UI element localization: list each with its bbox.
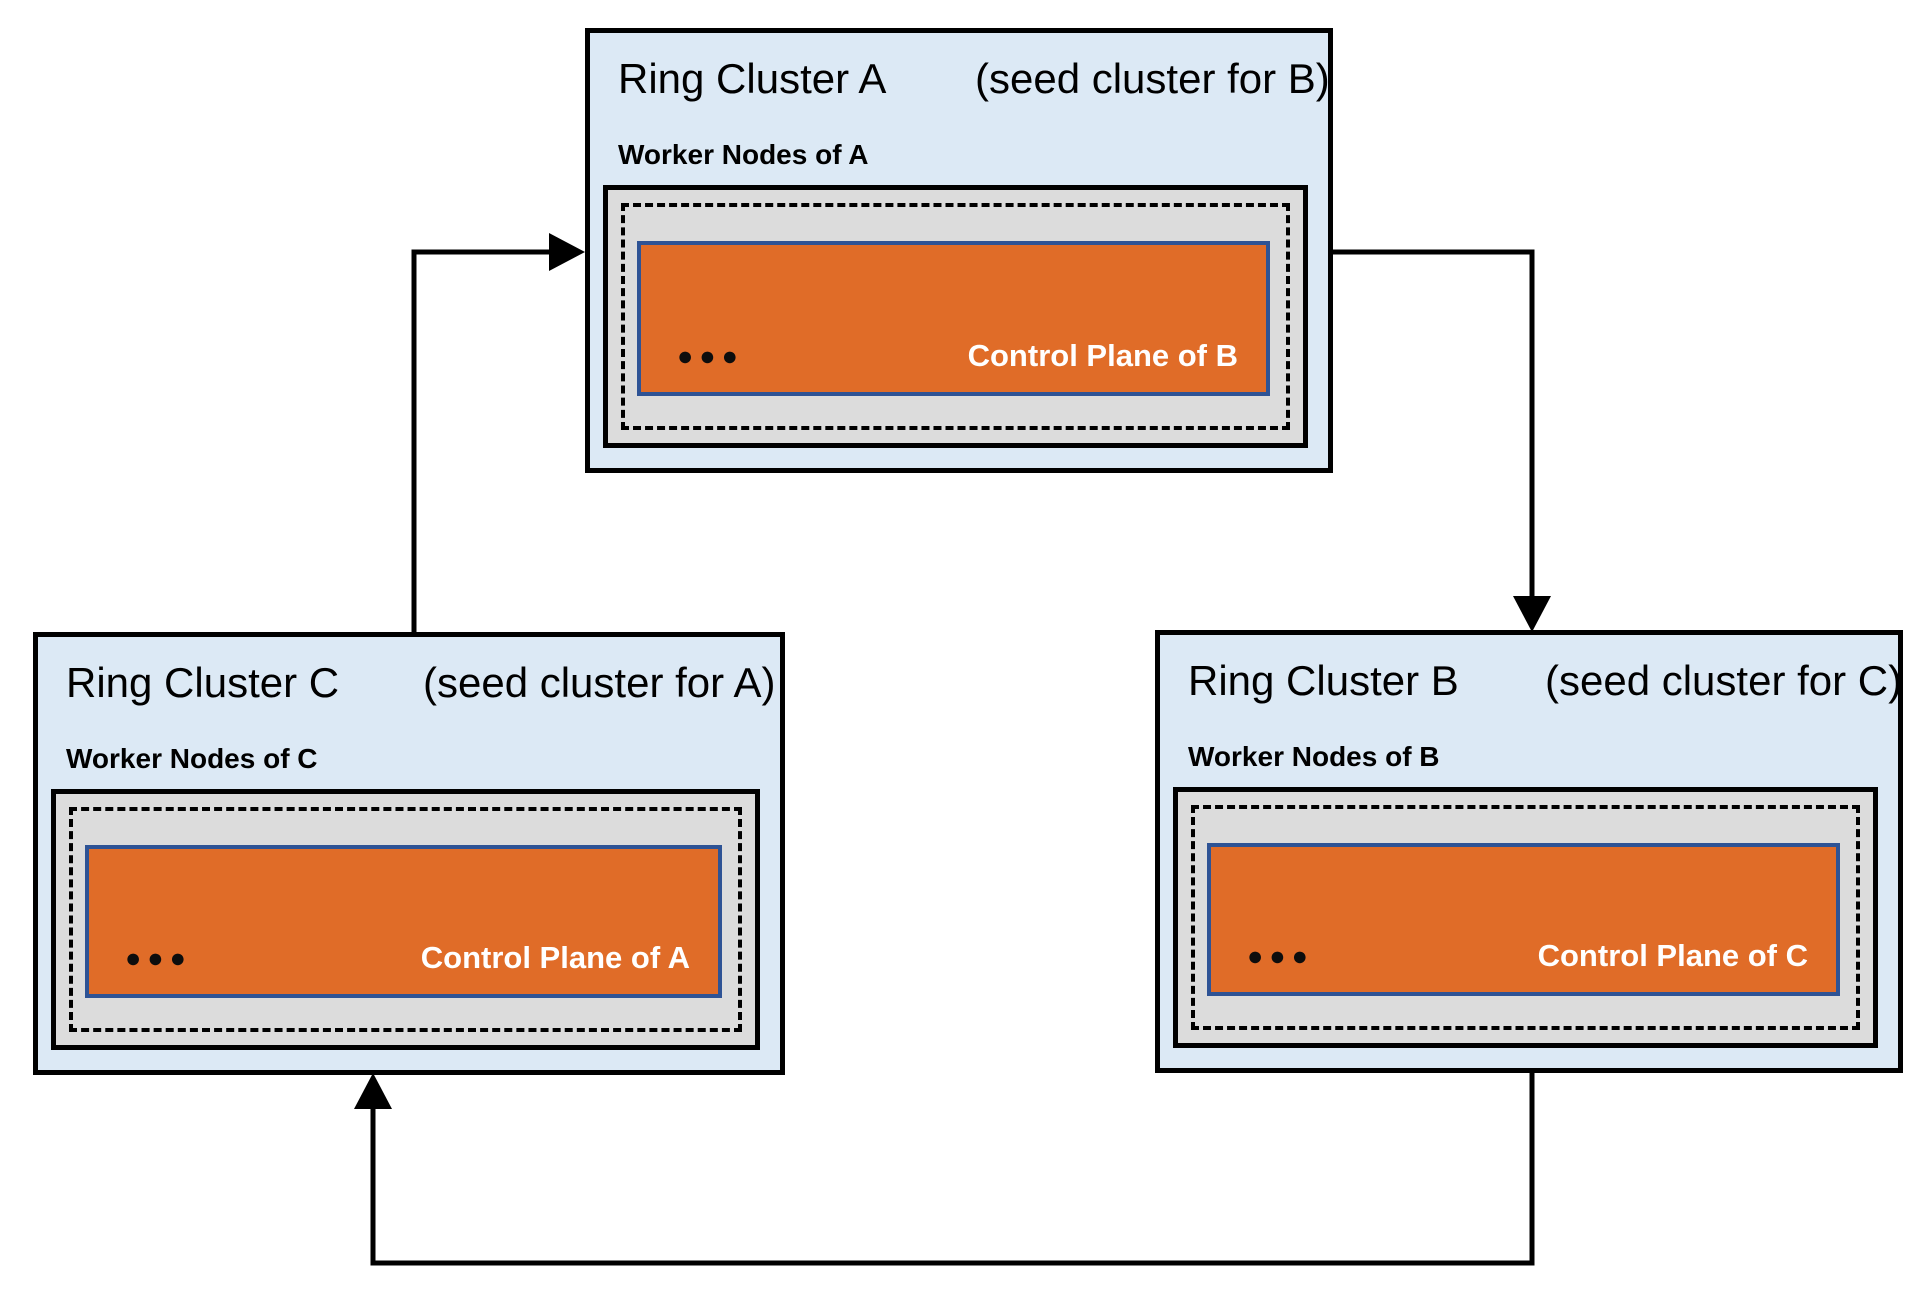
cluster-box-b: Ring Cluster B (seed cluster for C) Work…: [1155, 630, 1903, 1073]
node-group-dashed-outline-a: ●●● Control Plane of B: [621, 203, 1290, 430]
ellipsis-dots: ●●●: [677, 341, 744, 371]
arrow-b-to-c: [354, 1071, 1535, 1266]
worker-nodes-label-a: Worker Nodes of A: [618, 139, 869, 170]
cluster-box-a: Ring Cluster A (seed cluster for B) Work…: [585, 28, 1333, 473]
node-group-dashed-outline-c: ●●● Control Plane of A: [69, 807, 742, 1032]
cluster-b-seed-note: (seed cluster for C): [1545, 657, 1903, 704]
cluster-c-seed-note: (seed cluster for A): [423, 659, 776, 706]
cluster-box-c: Ring Cluster C (seed cluster for A) Work…: [33, 632, 785, 1075]
node-group-dashed-outline-b: ●●● Control Plane of C: [1191, 805, 1860, 1030]
control-plane-box-c: ●●● Control Plane of C: [1207, 843, 1840, 996]
cluster-title-row: Ring Cluster B (seed cluster for C): [1188, 653, 1902, 709]
control-plane-label-c: Control Plane of C: [1537, 938, 1808, 974]
control-plane-label-a: Control Plane of A: [420, 940, 690, 976]
cluster-title-row: Ring Cluster C (seed cluster for A): [66, 655, 775, 711]
arrow-c-to-a: [411, 233, 585, 634]
ellipsis-dots: ●●●: [125, 943, 192, 973]
cluster-b-title: Ring Cluster B: [1188, 657, 1459, 704]
cluster-c-title: Ring Cluster C: [66, 659, 340, 706]
cluster-title-row: Ring Cluster A (seed cluster for B): [618, 51, 1330, 107]
worker-nodes-label-b: Worker Nodes of B: [1188, 741, 1440, 772]
cluster-a-seed-note: (seed cluster for B): [975, 55, 1330, 102]
worker-nodes-box-c: ●●● Control Plane of A: [51, 789, 760, 1050]
control-plane-box-a: ●●● Control Plane of A: [85, 845, 722, 998]
worker-nodes-box-b: ●●● Control Plane of C: [1173, 787, 1878, 1048]
control-plane-box-b: ●●● Control Plane of B: [637, 241, 1270, 396]
ellipsis-dots: ●●●: [1247, 941, 1314, 971]
worker-nodes-label-c: Worker Nodes of C: [66, 743, 318, 774]
arrow-a-to-b: [1331, 249, 1551, 632]
worker-nodes-box-a: ●●● Control Plane of B: [603, 185, 1308, 448]
control-plane-label-b: Control Plane of B: [967, 338, 1238, 374]
cluster-a-title: Ring Cluster A: [618, 55, 887, 102]
